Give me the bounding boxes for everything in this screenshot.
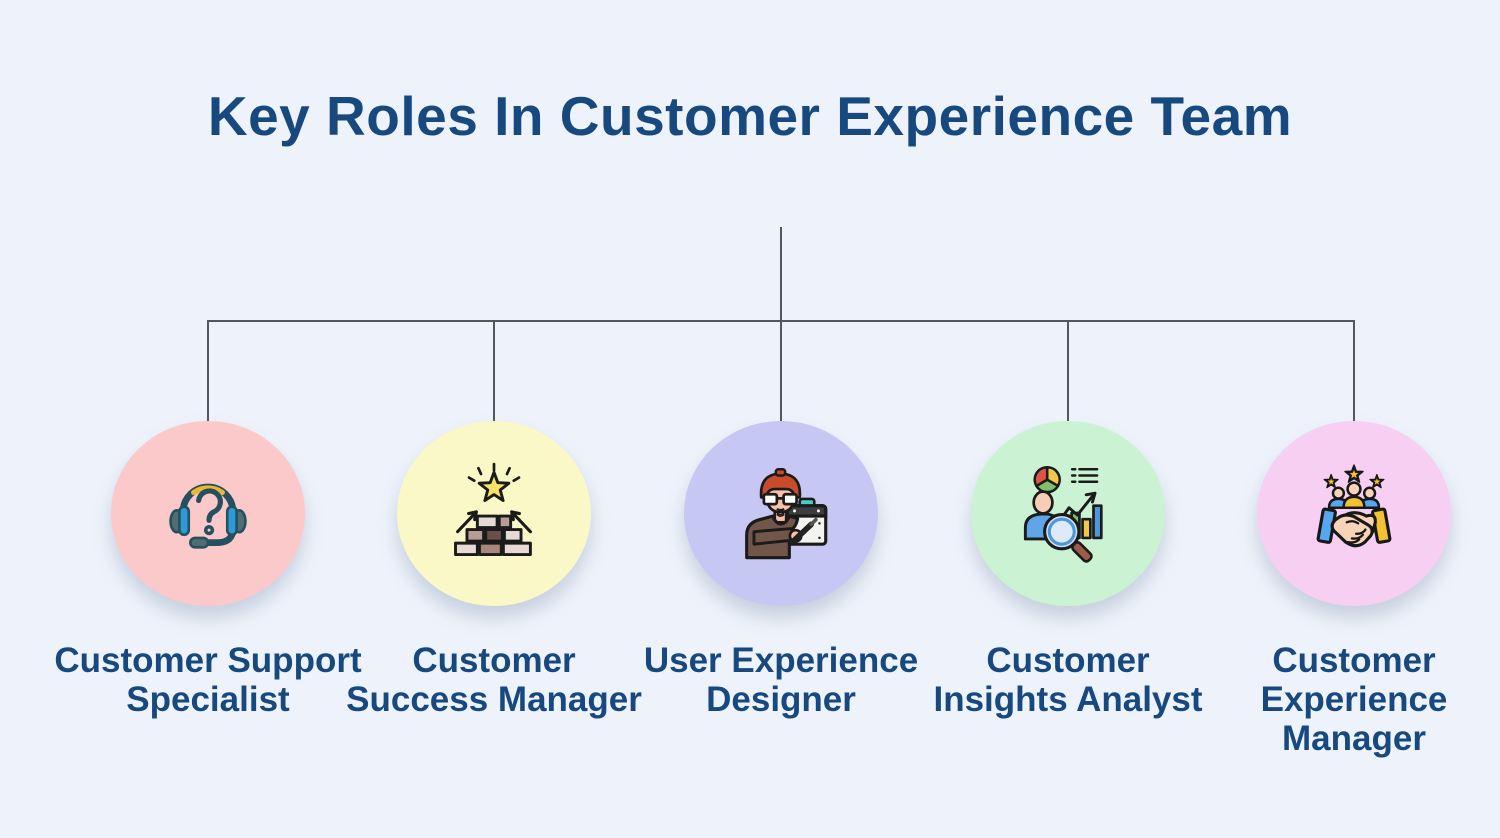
designer-drawing-tablet-icon <box>745 467 828 559</box>
role-label-customer-insights-analyst: Customer Insights Analyst <box>933 641 1203 719</box>
headset-question-icon <box>169 483 247 549</box>
analytics-magnifier-icon <box>1023 465 1103 563</box>
page-title: Key Roles In Customer Experience Team <box>207 85 1293 147</box>
role-label-customer-support-specialist: Customer Support Specialist <box>54 641 362 719</box>
role-label-user-experience-designer: User Experience Designer <box>643 641 919 719</box>
role-circle-customer-insights-analyst <box>971 421 1165 606</box>
role-circle-customer-success-manager <box>397 421 591 606</box>
role-circle-customer-support-specialist <box>111 421 305 606</box>
star-brick-growth-icon <box>454 462 532 556</box>
role-circle-user-experience-designer <box>684 421 878 606</box>
role-label-customer-success-manager: Customer Success Manager <box>346 641 642 719</box>
team-handshake-icon <box>1316 463 1392 547</box>
role-label-customer-experience-manager: Customer Experience Manager <box>1260 641 1448 758</box>
role-circle-customer-experience-manager <box>1257 421 1451 606</box>
